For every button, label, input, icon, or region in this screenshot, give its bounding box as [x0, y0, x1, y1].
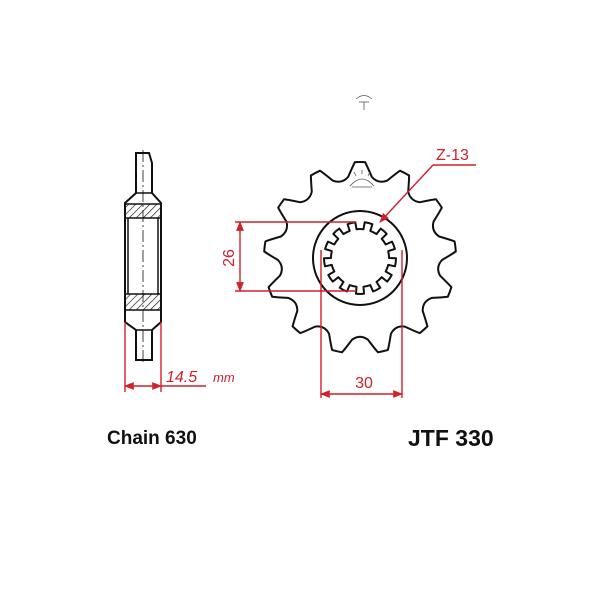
width-dimension: 14.5 mm — [124, 322, 235, 392]
width-unit: mm — [213, 370, 235, 385]
front-view — [263, 95, 457, 354]
side-view — [124, 150, 162, 365]
part-number-label: JTF 330 — [408, 425, 494, 451]
teeth-count-callout: Z-13 — [379, 147, 476, 223]
spline-dimension: 30 — [320, 250, 403, 398]
bore-dimension: 26 — [221, 221, 356, 292]
chain-size-label: Chain 630 — [107, 428, 197, 449]
jt-logo-icon — [349, 95, 375, 188]
width-value: 14.5 — [166, 369, 197, 386]
teeth-count-label: Z-13 — [436, 147, 469, 164]
spline-bore — [323, 221, 397, 296]
bore-height-value: 26 — [221, 249, 238, 267]
spline-diameter-value: 30 — [355, 375, 373, 392]
